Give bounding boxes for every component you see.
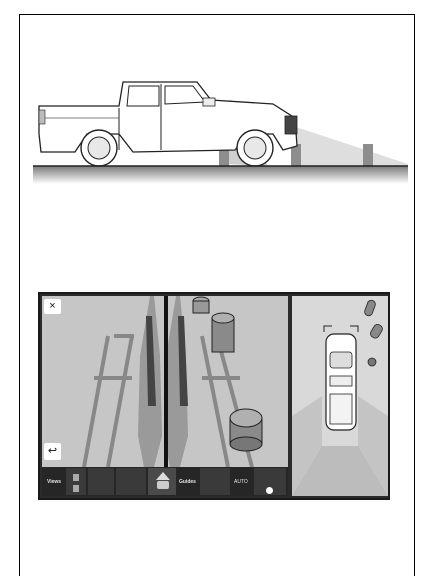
truck-top-view-icon (154, 470, 172, 494)
sensor-icon (68, 470, 84, 494)
close-icon: × (49, 301, 55, 312)
toggle-knob[interactable] (266, 487, 273, 494)
control-bar: Views Guides AUTO (42, 467, 288, 496)
close-button[interactable]: × (44, 299, 61, 314)
view-button-2[interactable] (88, 468, 114, 495)
auto-label: AUTO (234, 479, 248, 485)
truck-side-illustration (33, 74, 408, 184)
front-camera-view (42, 296, 288, 467)
views-label: Views (47, 479, 61, 485)
camera-display: × ↩ Views Guides AUTO (38, 292, 390, 500)
guides-label: Guides (179, 479, 196, 485)
return-button[interactable]: ↩ (44, 443, 61, 460)
return-arrow-icon: ↩ (48, 446, 57, 457)
view-button-3[interactable] (116, 468, 146, 495)
panoramic-top-view (292, 296, 388, 496)
guide-toggle[interactable] (200, 468, 230, 495)
